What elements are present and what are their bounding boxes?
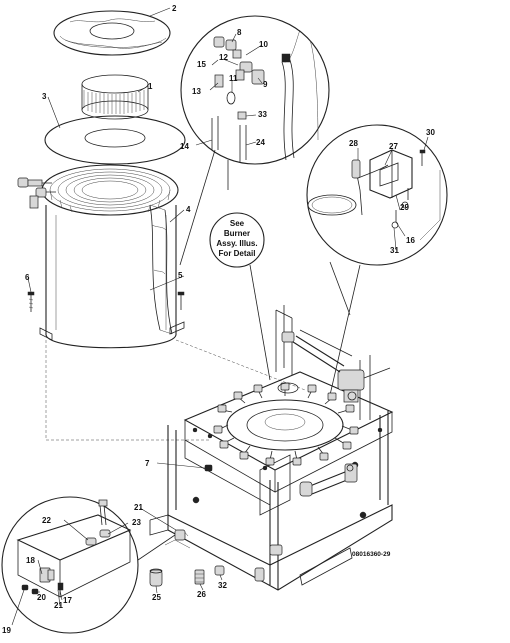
callout-28: 28 xyxy=(349,139,358,148)
drain-detail-circle xyxy=(1,496,176,634)
callout-7: 7 xyxy=(145,459,150,468)
callout-10: 10 xyxy=(259,40,268,49)
callout-21-left: 21 xyxy=(54,601,63,610)
callout-13: 13 xyxy=(192,87,201,96)
callout-3: 3 xyxy=(42,92,47,101)
callout-15: 15 xyxy=(197,60,206,69)
screw-6-icon xyxy=(27,291,35,312)
callout-33: 33 xyxy=(258,110,267,119)
callout-25: 25 xyxy=(152,593,161,602)
callout-8: 8 xyxy=(237,28,242,37)
callout-17: 17 xyxy=(63,596,72,605)
coil-tube-bundle xyxy=(41,164,179,216)
grommet-ring xyxy=(277,382,299,394)
callout-21-right: 21 xyxy=(134,503,143,512)
pilot-detail-circle xyxy=(306,124,448,266)
callout-32: 32 xyxy=(218,581,227,590)
exchanger-core-ring xyxy=(81,74,149,120)
note-line-3: Assy. Illus. xyxy=(216,239,257,248)
outer-jacket xyxy=(39,204,185,349)
burner-note-text: See Burner Assy. Illus. For Detail xyxy=(216,219,257,258)
callout-19: 19 xyxy=(2,626,11,635)
note-line-2: Burner xyxy=(224,229,250,238)
callout-29: 29 xyxy=(400,203,409,212)
screw-right-icon xyxy=(177,291,185,310)
leader-lines xyxy=(11,7,429,626)
base-frame xyxy=(149,305,394,591)
callout-4: 4 xyxy=(186,205,191,214)
callout-12: 12 xyxy=(219,53,228,62)
callout-22: 22 xyxy=(42,516,51,525)
insulation-disc xyxy=(44,115,186,165)
callout-labels: 1 2 3 4 5 6 7 8 9 10 11 12 13 14 15 16 1… xyxy=(2,4,435,635)
callout-9: 9 xyxy=(263,80,268,89)
callout-26: 26 xyxy=(197,590,206,599)
note-line-1: See xyxy=(230,219,245,228)
callout-11: 11 xyxy=(229,74,238,83)
flue-collector-ring xyxy=(53,10,171,56)
burner-assembly-note xyxy=(209,212,271,381)
callout-1: 1 xyxy=(148,82,153,91)
tube-coupling-fittings xyxy=(17,177,56,209)
fitting-detail-circle xyxy=(180,15,330,165)
callout-16: 16 xyxy=(406,236,415,245)
callout-24: 24 xyxy=(256,138,265,147)
burner-ring xyxy=(213,382,359,466)
nipple-26 xyxy=(194,569,205,585)
callout-18: 18 xyxy=(26,556,35,565)
callout-23: 23 xyxy=(132,518,141,527)
callout-20: 20 xyxy=(37,593,46,602)
gas-valve-assembly xyxy=(281,331,391,497)
cap-32 xyxy=(214,565,225,576)
callout-6: 6 xyxy=(25,273,30,282)
drawing-number: 08016360-29 xyxy=(352,551,391,558)
callout-31: 31 xyxy=(390,246,399,255)
callout-30: 30 xyxy=(426,128,435,137)
callout-14: 14 xyxy=(180,142,189,151)
callout-5: 5 xyxy=(178,271,183,280)
note-line-4: For Detail xyxy=(219,249,256,258)
callout-2: 2 xyxy=(172,4,177,13)
bushing-25 xyxy=(149,568,163,587)
callout-27: 27 xyxy=(389,142,398,151)
